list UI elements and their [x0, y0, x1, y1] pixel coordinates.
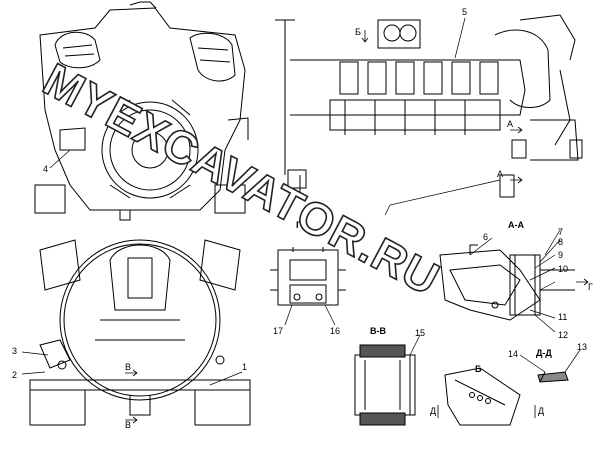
marker-v-bottom: В — [125, 420, 131, 430]
callout-8: 8 — [558, 237, 563, 247]
section-label-dd: Д-Д — [536, 348, 552, 358]
callout-10: 10 — [558, 264, 568, 274]
view-label-g: Г — [296, 220, 301, 230]
callout-14: 14 — [508, 349, 518, 359]
marker-a-bottom: А — [497, 169, 503, 179]
marker-b-top: Б — [355, 27, 361, 37]
view-label-b: Б — [475, 364, 482, 374]
callout-1: 1 — [242, 362, 247, 372]
callout-labels: 1 2 3 4 5 6 7 8 9 10 11 12 13 14 15 16 1… — [12, 7, 587, 380]
callout-11: 11 — [558, 312, 567, 322]
callout-2: 2 — [12, 370, 17, 380]
marker-g-right: Г — [588, 282, 593, 292]
section-dd-view — [537, 371, 569, 383]
callout-6: 6 — [483, 232, 488, 242]
section-arrows — [125, 30, 589, 424]
section-label-vv: В-В — [370, 326, 386, 336]
section-label-aa: А-А — [508, 220, 524, 230]
view-b-bracket — [444, 367, 521, 426]
callout-9: 9 — [558, 250, 563, 260]
callout-4: 4 — [43, 164, 48, 174]
callout-5: 5 — [462, 7, 467, 17]
section-markers: Б А А В В Г Д Д — [125, 27, 593, 430]
engine-side-view — [275, 14, 583, 198]
callout-3: 3 — [12, 346, 17, 356]
marker-d-left: Д — [430, 406, 436, 416]
leader-lines — [21, 17, 581, 386]
section-labels: А-А В-В Д-Д Б Г — [296, 220, 552, 374]
engine-front-view — [34, 1, 249, 221]
mount-detail-view — [270, 247, 346, 306]
callout-12: 12 — [558, 330, 568, 340]
callout-7: 7 — [558, 227, 563, 237]
section-vv-view — [354, 344, 416, 426]
marker-a-top: А — [507, 119, 513, 129]
engine-rear-view — [29, 239, 251, 426]
marker-d-right: Д — [538, 406, 544, 416]
section-aa-view — [439, 244, 575, 321]
marker-v-top: В — [125, 362, 131, 372]
callout-13: 13 — [577, 342, 587, 352]
callout-16: 16 — [330, 326, 340, 336]
callout-17: 17 — [273, 326, 283, 336]
callout-15: 15 — [415, 328, 425, 338]
